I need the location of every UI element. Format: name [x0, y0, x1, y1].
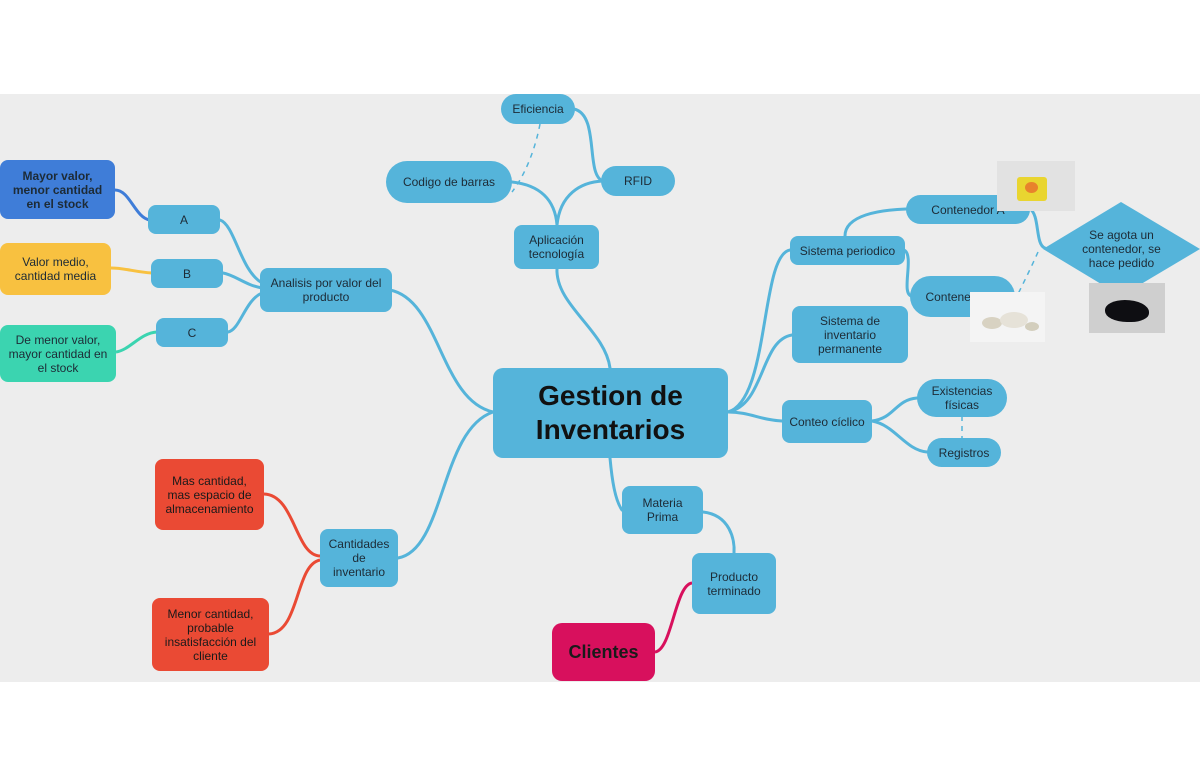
diamond-shape: [1043, 202, 1200, 296]
producto-terminado-node[interactable]: Producto terminado: [692, 553, 776, 614]
category-a-desc[interactable]: Mayor valor, menor cantidad en el stock: [0, 160, 115, 219]
link-central-cantidades: [396, 410, 495, 560]
analisis-node[interactable]: Analisis por valor del producto: [260, 268, 392, 312]
link-central-tecnologia: [555, 266, 612, 370]
link-central-analisis: [388, 288, 495, 414]
link-c-desc: [115, 330, 158, 354]
link-rfid-eficiencia: [572, 107, 605, 183]
inventario-permanente-node[interactable]: Sistema de inventario permanente: [792, 306, 908, 363]
link-contenedor-diamond: [1028, 207, 1047, 250]
category-c-desc[interactable]: De menor valor, mayor cantidad en el sto…: [0, 325, 116, 382]
menor-cantidad-node[interactable]: Menor cantidad, probable insatisfacción …: [152, 598, 269, 671]
link-cantidades-mas: [263, 492, 321, 558]
link-central-materia: [608, 456, 624, 512]
pedido-diamond[interactable]: Se agota un contenedor, se hace pedido: [1043, 202, 1200, 296]
link-conteo-existencias: [870, 396, 919, 423]
link-tecnologia-rfid: [555, 179, 605, 227]
category-b-desc[interactable]: Valor medio, cantidad media: [0, 243, 111, 295]
coal-photo: [1089, 283, 1165, 333]
registros-node[interactable]: Registros: [927, 438, 1001, 467]
link-producto-clientes: [654, 581, 693, 654]
link-conteo-registros: [870, 419, 929, 454]
central-topic[interactable]: Gestion de Inventarios: [493, 368, 728, 458]
link-central-permanente: [726, 333, 794, 414]
link-central-periodico: [726, 248, 792, 414]
link-a-desc: [114, 188, 151, 222]
tecnologia-node[interactable]: Aplicación tecnología: [514, 225, 599, 269]
link-analisis-c: [226, 291, 264, 334]
link-periodico-a: [843, 207, 908, 238]
category-b[interactable]: B: [151, 259, 223, 288]
eficiencia-node[interactable]: Eficiencia: [501, 94, 575, 124]
codigo-barras-node[interactable]: Codigo de barras: [386, 161, 512, 203]
link-analisis-a: [218, 218, 264, 285]
materia-prima-node[interactable]: Materia Prima: [622, 486, 703, 534]
link-central-conteo: [726, 410, 784, 423]
link-b-desc: [110, 266, 153, 275]
clientes-node[interactable]: Clientes: [552, 623, 655, 681]
conteo-ciclico-node[interactable]: Conteo cíclico: [782, 400, 872, 443]
sistema-periodico-node[interactable]: Sistema periodico: [790, 236, 905, 265]
link-periodico-b: [902, 248, 914, 298]
category-a[interactable]: A: [148, 205, 220, 234]
link-materia-producto: [701, 510, 736, 555]
link-cantidades-menos: [268, 558, 321, 636]
mas-cantidad-node[interactable]: Mas cantidad, mas espacio de almacenamie…: [155, 459, 264, 530]
category-c[interactable]: C: [156, 318, 228, 347]
link-analisis-b: [221, 271, 264, 290]
rfid-node[interactable]: RFID: [601, 166, 675, 196]
contenedor-b-photo: [970, 292, 1045, 342]
link-tecnologia-codigo: [510, 180, 559, 227]
cantidades-node[interactable]: Cantidades de inventario: [320, 529, 398, 587]
contenedor-a-photo: [997, 161, 1075, 211]
pedido-text: Se agota un contenedor, se hace pedido: [1082, 228, 1161, 270]
existencias-node[interactable]: Existencias físicas: [917, 379, 1007, 417]
